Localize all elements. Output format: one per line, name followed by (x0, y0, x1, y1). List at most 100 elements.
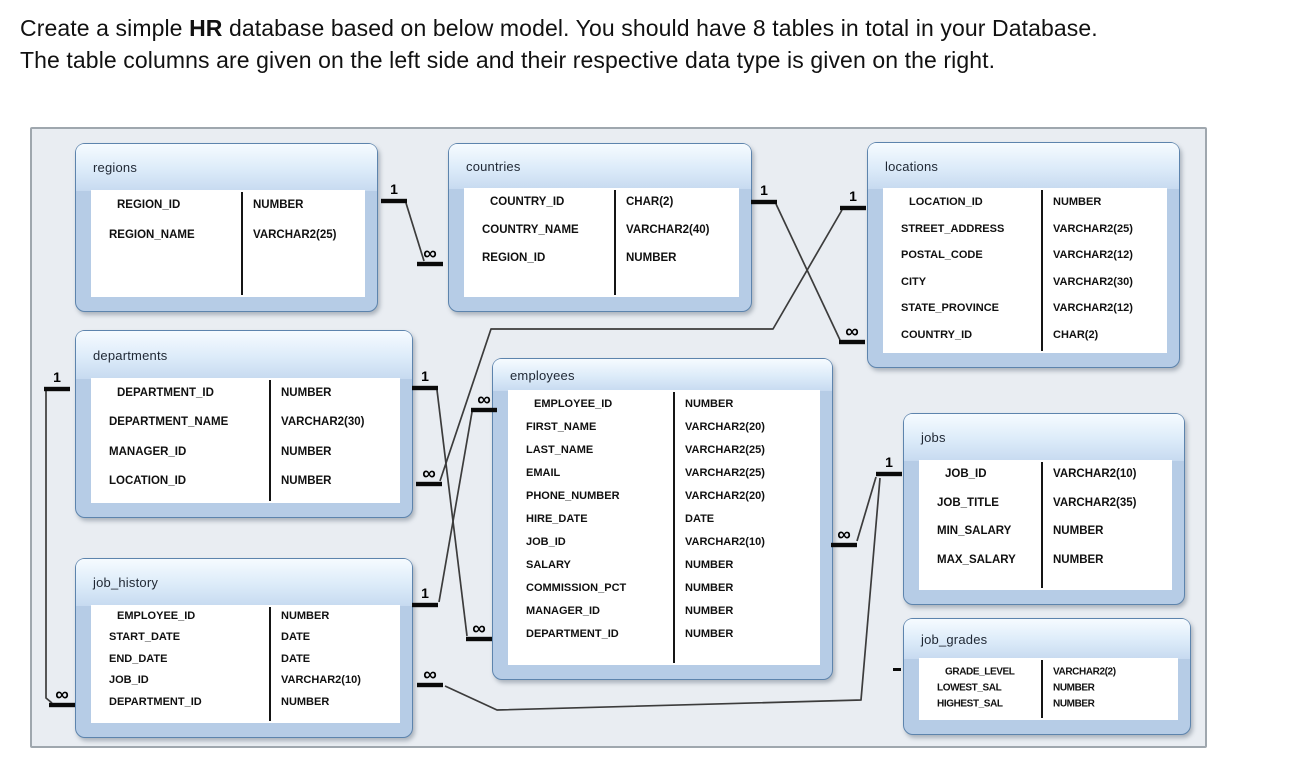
field-name: DEPARTMENT_ID (117, 386, 214, 399)
field-name: MAX_SALARY (937, 553, 1016, 566)
field-type: NUMBER (281, 609, 330, 622)
field-type: VARCHAR2(25) (253, 229, 337, 241)
field-type: NUMBER (1053, 525, 1104, 538)
field-name: COUNTRY_ID (490, 196, 565, 208)
table-header-regions: regions (76, 144, 377, 191)
table-title-employees: employees (510, 367, 575, 383)
field-name: STATE_PROVINCE (901, 302, 999, 315)
field-type: NUMBER (685, 397, 734, 410)
instruction-line-1: Create a simple HR database based on bel… (20, 12, 1250, 44)
field-name: PHONE_NUMBER (526, 489, 620, 502)
field-type: NUMBER (685, 558, 734, 571)
table-header-jobs: jobs (904, 414, 1184, 461)
field-name: JOB_TITLE (937, 496, 999, 509)
field-type: DATE (281, 652, 311, 665)
field-type: VARCHAR2(25) (1053, 222, 1133, 235)
field-type: DATE (685, 512, 715, 525)
instruction-line1-post: database based on below model. You shoul… (222, 15, 1098, 41)
field-name: EMPLOYEE_ID (534, 397, 613, 410)
table-header-employees: employees (493, 359, 832, 391)
field-name: LOCATION_ID (909, 196, 983, 209)
table-header-locations: locations (868, 143, 1179, 189)
field-type: DATE (281, 631, 311, 644)
column-divider (1041, 190, 1043, 351)
field-name: HIGHEST_SAL (937, 698, 1003, 710)
field-type: VARCHAR2(20) (685, 489, 765, 502)
field-type: CHAR(2) (626, 196, 674, 208)
field-name: START_DATE (109, 631, 181, 644)
table-title-jobs: jobs (921, 430, 946, 445)
field-name: DEPARTMENT_ID (109, 695, 202, 708)
field-type: VARCHAR2(30) (281, 416, 365, 429)
field-name: COUNTRY_NAME (482, 224, 579, 236)
field-name: LOCATION_ID (109, 475, 187, 488)
field-row: START_DATE DATE (91, 627, 400, 649)
field-type: CHAR(2) (1053, 328, 1099, 341)
field-row: EMPLOYEE_ID NUMBER (508, 392, 820, 415)
column-divider (1041, 462, 1043, 588)
field-name: DEPARTMENT_ID (526, 627, 619, 640)
column-divider (241, 192, 243, 295)
field-name: COUNTRY_ID (901, 328, 973, 341)
table-title-countries: countries (466, 159, 521, 174)
field-name: LOWEST_SAL (937, 682, 1002, 694)
field-type: VARCHAR2(2) (1053, 666, 1116, 678)
field-name: COMMISSION_PCT (526, 581, 627, 594)
table-title-job_grades: job_grades (921, 631, 988, 647)
column-divider (269, 607, 271, 721)
field-name: CITY (901, 275, 927, 288)
table-title-job_history: job_history (93, 575, 159, 590)
field-name: REGION_ID (117, 199, 181, 211)
field-type: NUMBER (281, 695, 330, 708)
instruction-line1-pre: Create a simple (20, 15, 190, 41)
field-row: LAST_NAME VARCHAR2(25) (508, 438, 820, 461)
field-type: NUMBER (626, 252, 677, 264)
field-type: VARCHAR2(10) (685, 535, 765, 548)
field-name: EMPLOYEE_ID (117, 609, 196, 622)
field-type: NUMBER (685, 627, 734, 640)
field-type: VARCHAR2(25) (685, 443, 765, 456)
field-type: VARCHAR2(25) (685, 466, 765, 479)
column-divider (1041, 660, 1043, 718)
field-name: JOB_ID (526, 535, 566, 548)
field-row: JOB_ID VARCHAR2(10) (508, 530, 820, 553)
field-name: LAST_NAME (526, 443, 594, 456)
field-type: NUMBER (1053, 196, 1102, 209)
field-row: COUNTRY_ID CHAR(2) (464, 188, 739, 216)
table-header-job_grades: job_grades (904, 619, 1190, 659)
field-name: REGION_ID (482, 252, 546, 264)
field-row: COMMISSION_PCT NUMBER (508, 576, 820, 599)
field-type: VARCHAR2(10) (1053, 468, 1137, 481)
field-type: VARCHAR2(30) (1053, 275, 1133, 288)
field-row: PHONE_NUMBER VARCHAR2(20) (508, 484, 820, 507)
table-title-regions: regions (93, 160, 138, 175)
field-type: NUMBER (685, 581, 734, 594)
field-name: MANAGER_ID (109, 445, 187, 458)
